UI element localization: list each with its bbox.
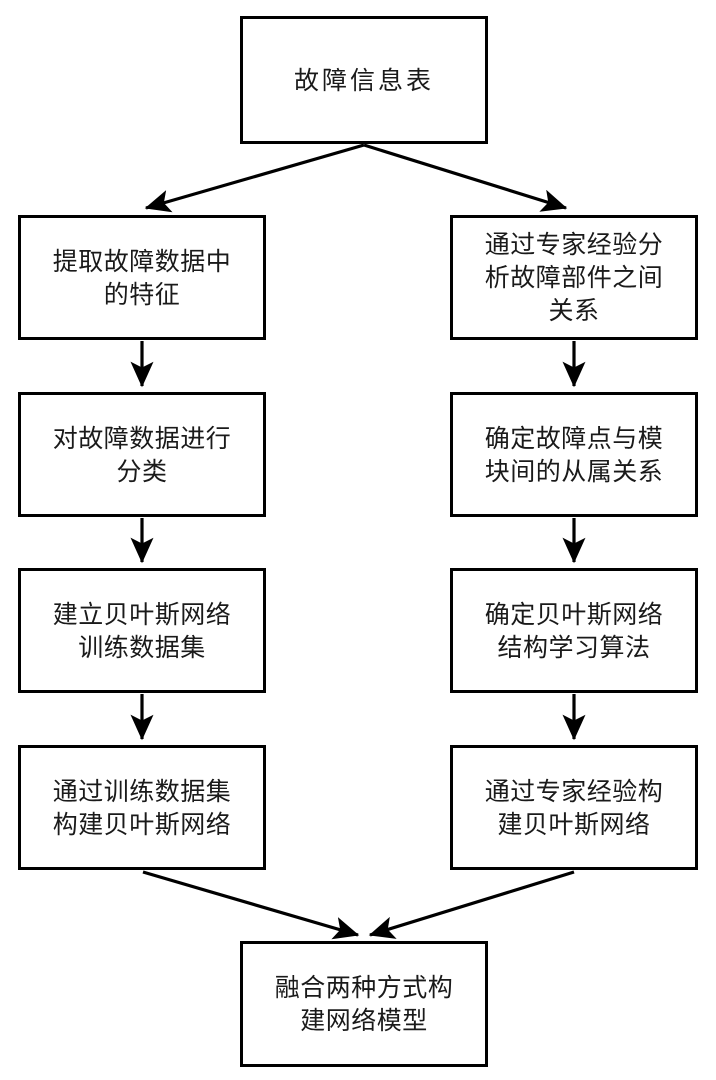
node-fuse-two-methods-build-model[interactable]: 融合两种方式构 建网络模型 bbox=[240, 941, 488, 1067]
edge-root-to-l1 bbox=[144, 143, 365, 213]
node-label: 融合两种方式构 建网络模型 bbox=[274, 973, 454, 1035]
node-determine-fault-module-affiliation[interactable]: 确定故障点与模 块间的从属关系 bbox=[450, 392, 698, 517]
node-label: 通过训练数据集 构建贝叶斯网络 bbox=[52, 776, 232, 839]
edge-l4-to-merge bbox=[142, 870, 360, 940]
node-label: 对故障数据进行 分类 bbox=[52, 423, 232, 486]
node-label: 通过专家经验构 建贝叶斯网络 bbox=[484, 776, 664, 839]
edge-root-to-r1 bbox=[363, 143, 568, 212]
node-build-network-from-expert-experience[interactable]: 通过专家经验构 建贝叶斯网络 bbox=[450, 745, 698, 870]
node-expert-analyze-component-relations[interactable]: 通过专家经验分 析故障部件之间 关系 bbox=[450, 215, 698, 340]
node-classify-fault-data[interactable]: 对故障数据进行 分类 bbox=[18, 392, 266, 517]
node-extract-fault-features[interactable]: 提取故障数据中 的特征 bbox=[18, 215, 266, 340]
node-label: 确定贝叶斯网络 结构学习算法 bbox=[484, 599, 664, 662]
node-determine-structure-learning-algorithm[interactable]: 确定贝叶斯网络 结构学习算法 bbox=[450, 568, 698, 693]
node-fault-information-table[interactable]: 故障信息表 bbox=[240, 16, 488, 144]
node-build-training-dataset[interactable]: 建立贝叶斯网络 训练数据集 bbox=[18, 568, 266, 693]
node-label: 通过专家经验分 析故障部件之间 关系 bbox=[484, 230, 664, 325]
node-label: 故障信息表 bbox=[293, 65, 434, 95]
edge-r4-to-merge bbox=[368, 870, 575, 939]
node-label: 提取故障数据中 的特征 bbox=[52, 246, 232, 309]
node-label: 确定故障点与模 块间的从属关系 bbox=[484, 423, 664, 486]
node-build-network-from-training-data[interactable]: 通过训练数据集 构建贝叶斯网络 bbox=[18, 745, 266, 870]
node-label: 建立贝叶斯网络 训练数据集 bbox=[52, 599, 232, 662]
